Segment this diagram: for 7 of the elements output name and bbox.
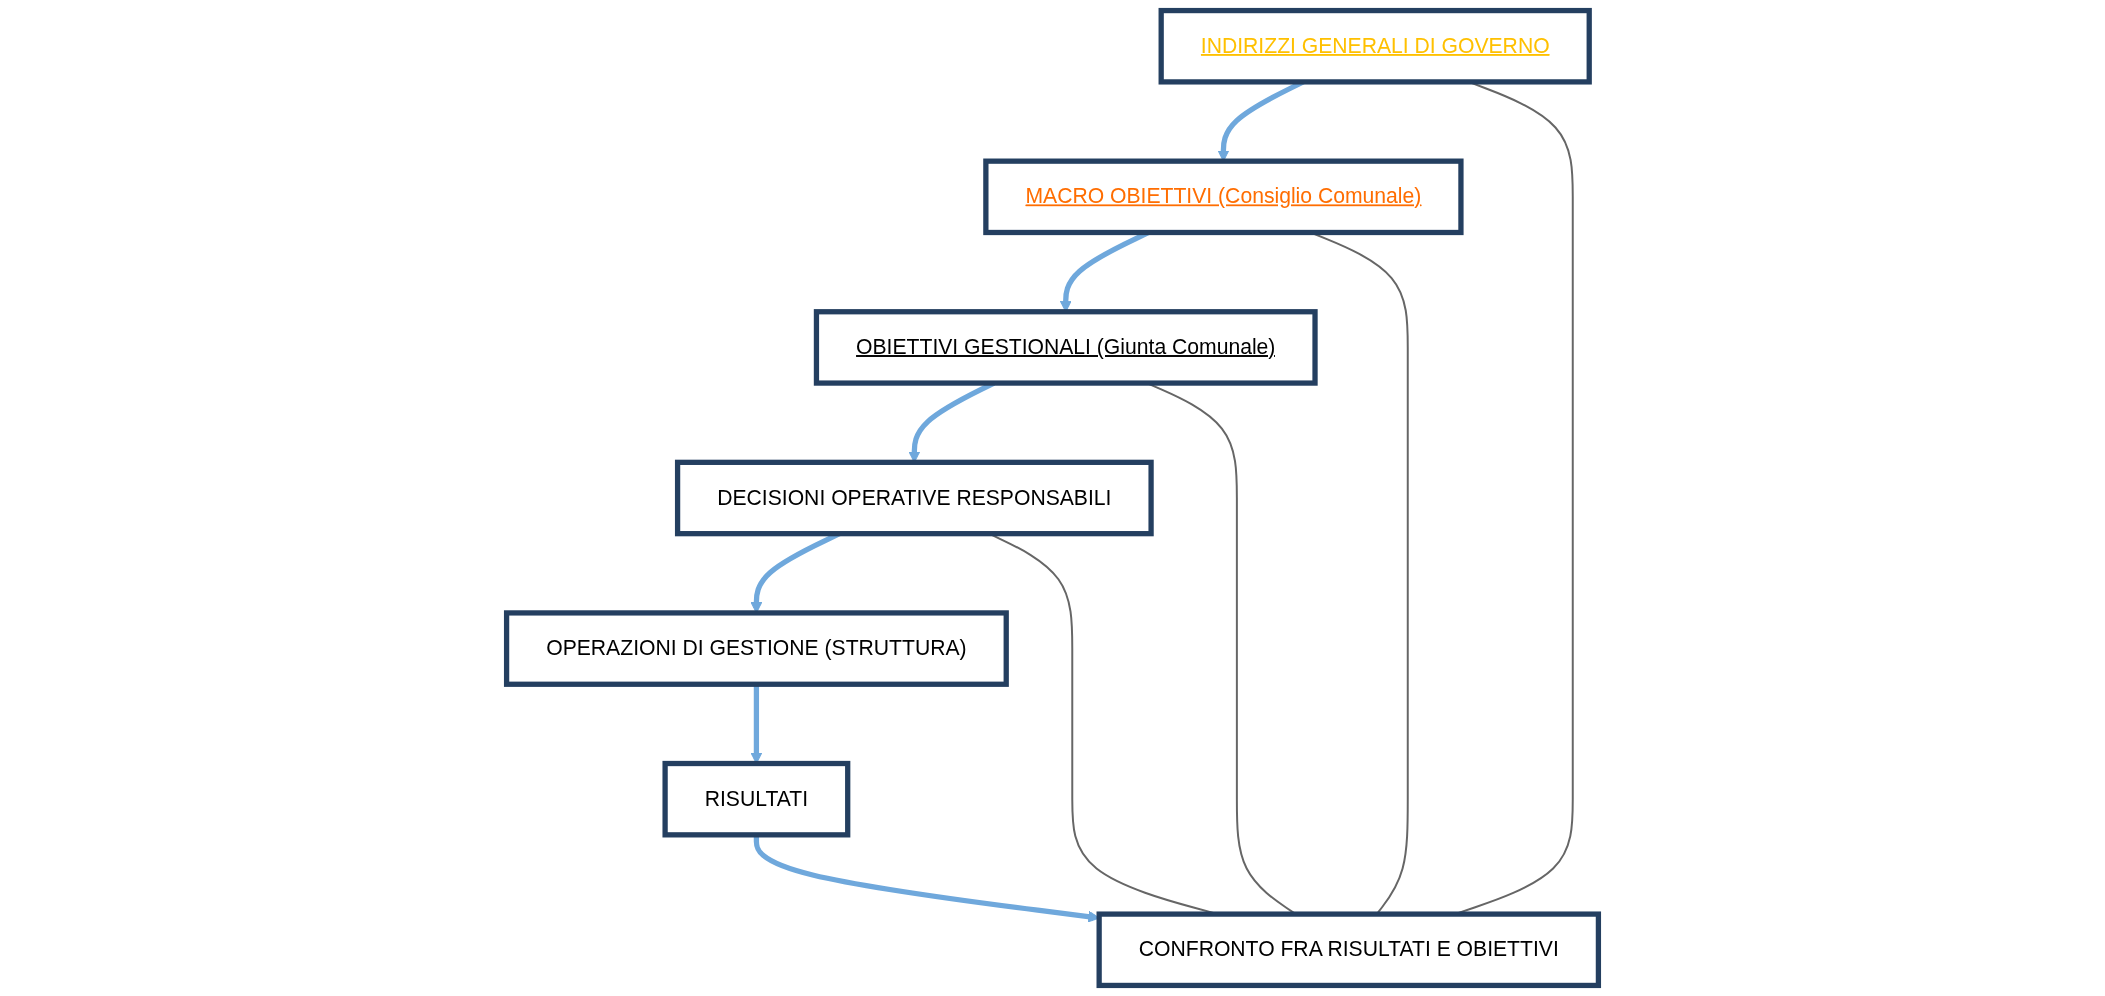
node-box: RISULTATI (662, 760, 851, 838)
node-box: OBIETTIVI GESTIONALI (Giunta Comunale) (813, 309, 1318, 386)
node-box: CONFRONTO FRA RISULTATI E OBIETTIVI (1096, 911, 1602, 989)
node-box: DECISIONI OPERATIVE RESPONSABILI (674, 459, 1154, 537)
node-box: INDIRIZZI GENERALI DI GOVERNO (1158, 7, 1592, 85)
node-box: MACRO OBIETTIVI (Consiglio Comunale) (983, 158, 1464, 236)
node-box: OPERAZIONI DI GESTIONE (STRUTTURA) (503, 610, 1009, 687)
